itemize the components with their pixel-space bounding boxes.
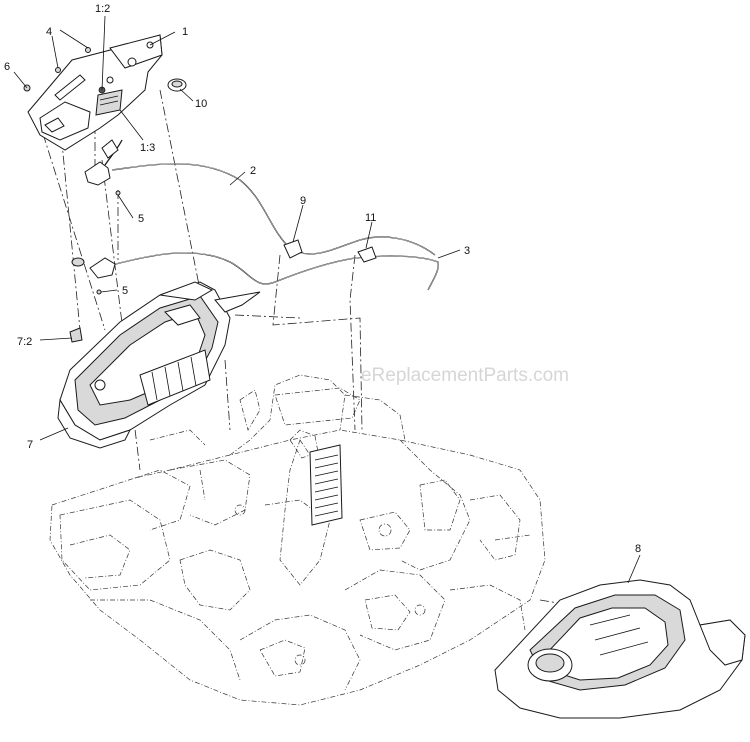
- small-brackets: [101, 139, 119, 159]
- frame-ghost: [49, 374, 546, 706]
- cable-clamps: [283, 239, 377, 263]
- callout-5-lower: 5: [122, 285, 128, 297]
- callout-9: 9: [300, 195, 306, 207]
- leader-lines: [13, 15, 641, 584]
- callout-labels: 1 1:2 1:3 2 3 4 5 5 6 7 7:2 8 9 10 11: [4, 3, 641, 555]
- callout-8: 8: [635, 543, 641, 555]
- callout-5-upper: 5: [138, 213, 144, 225]
- callout-4: 4: [46, 26, 52, 38]
- callout-11: 11: [365, 212, 376, 224]
- callout-1-2: 1:2: [95, 3, 110, 15]
- callout-3: 3: [464, 245, 470, 257]
- callout-10: 10: [195, 98, 207, 110]
- console-tray: [57, 281, 261, 449]
- frame-vent: [309, 444, 343, 526]
- watermark-text: eReplacementParts.com: [361, 365, 569, 386]
- callout-6: 6: [4, 61, 10, 73]
- callout-7-2: 7:2: [17, 336, 32, 348]
- callout-1-3: 1:3: [140, 142, 155, 154]
- bracket-ghost: [274, 387, 361, 459]
- callout-2: 2: [250, 165, 256, 177]
- grommet-part: [167, 78, 187, 92]
- callout-7: 7: [27, 439, 33, 451]
- callout-1: 1: [182, 26, 188, 38]
- seat-cover: [494, 579, 746, 719]
- control-panel: [27, 34, 163, 151]
- cable-upper: [84, 139, 436, 256]
- clip-part: [69, 327, 83, 343]
- cable-lower: [71, 252, 439, 291]
